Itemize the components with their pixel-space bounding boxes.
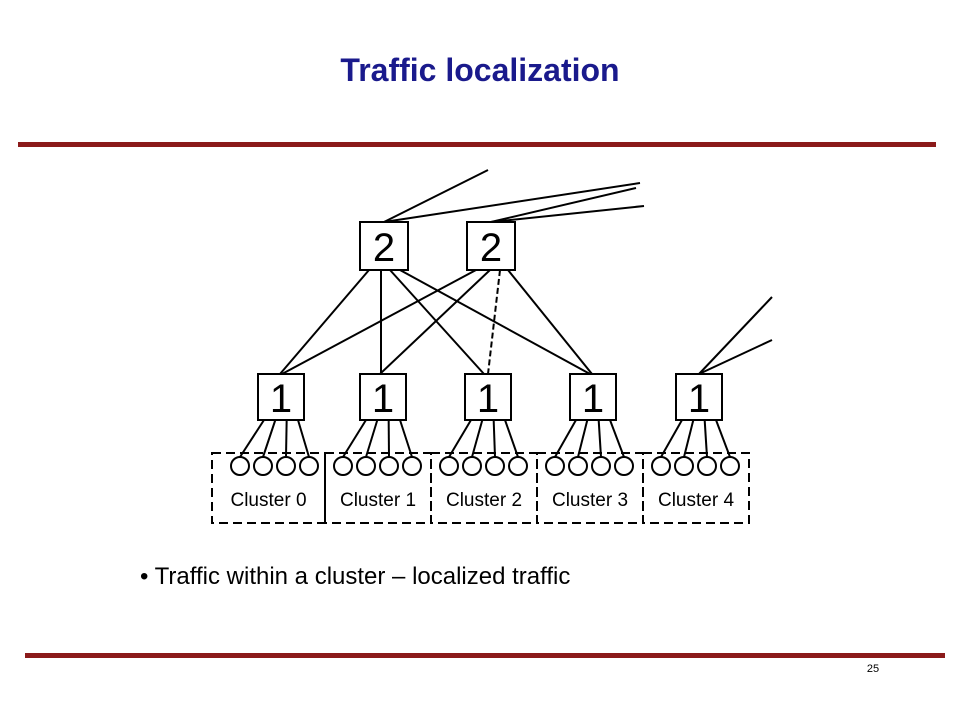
bullet-text: Traffic within a cluster – localized tra… [154, 563, 571, 590]
host-link [554, 419, 577, 458]
edge-switch-box [675, 373, 723, 421]
host-node [439, 456, 459, 476]
page-number: 25 [866, 663, 880, 675]
edge-switch-box [257, 373, 305, 421]
edge-switch: 1 [464, 373, 512, 421]
aggregation-switch: 2 [466, 221, 516, 271]
host-node [545, 456, 565, 476]
host-node [614, 456, 634, 476]
host-node [299, 456, 319, 476]
host-node [485, 456, 505, 476]
uplink [698, 296, 773, 375]
host-node [697, 456, 717, 476]
agg-edge-link [379, 269, 491, 375]
aggregation-switch-label: 2 [373, 226, 395, 270]
host-node [402, 456, 422, 476]
edge-switch-box [569, 373, 617, 421]
host-link [471, 419, 484, 458]
edge-switch: 1 [257, 373, 305, 421]
cluster: Cluster 2 [430, 419, 538, 524]
host-link [285, 419, 288, 458]
host-node [462, 456, 482, 476]
host-node [379, 456, 399, 476]
host-node [720, 456, 740, 476]
edge-switch: 1 [569, 373, 617, 421]
uplink [383, 182, 641, 223]
cluster-label: Cluster 0 [230, 490, 306, 511]
edge-switch-label: 1 [477, 377, 499, 421]
host-link [365, 419, 379, 458]
agg-edge-link [389, 269, 485, 375]
cluster-boundary [642, 452, 750, 524]
host-link [577, 419, 589, 458]
host-link [715, 419, 731, 458]
edge-switch: 1 [359, 373, 407, 421]
cluster-label: Cluster 2 [446, 490, 522, 511]
clusters: Cluster 0 Cluster 1 Cluster 2 Cluster 3 Clus… [211, 419, 750, 524]
uplink [490, 187, 637, 223]
host-link [448, 419, 472, 458]
aggregation-switch-box [466, 221, 516, 271]
host-link [597, 419, 602, 458]
host-link [660, 419, 683, 458]
cluster: Cluster 0 [211, 419, 326, 524]
aggregation-switch: 2 [359, 221, 409, 271]
title-divider [18, 142, 936, 147]
edge-switch-label: 1 [372, 377, 394, 421]
cluster-label: Cluster 1 [340, 490, 416, 511]
agg-edge-link [399, 269, 591, 375]
host-link [703, 419, 708, 458]
aggregation-switch-label: 2 [480, 226, 502, 270]
uplink [490, 205, 645, 223]
host-node [651, 456, 671, 476]
host-link [609, 419, 625, 458]
host-node [356, 456, 376, 476]
uplink [383, 169, 489, 223]
host-node [508, 456, 528, 476]
cluster-label: Cluster 3 [552, 490, 628, 511]
cluster: Cluster 4 [642, 419, 750, 524]
aggregation-switch-box [359, 221, 409, 271]
uplink [698, 339, 773, 375]
cluster: Cluster 3 [536, 419, 644, 524]
cluster-label: Cluster 4 [658, 490, 734, 511]
host-node [333, 456, 353, 476]
network-links [279, 169, 773, 375]
host-node [253, 456, 273, 476]
host-link [262, 419, 277, 458]
slide-title: Traffic localization [340, 52, 620, 88]
host-link [342, 419, 367, 458]
edge-switch-label: 1 [688, 377, 710, 421]
host-link [492, 419, 496, 458]
host-link [683, 419, 695, 458]
host-link [297, 419, 310, 458]
edge-switch-label: 1 [582, 377, 604, 421]
switches: 2 2 1 1 1 1 1 [257, 221, 723, 421]
edge-switch-box [464, 373, 512, 421]
host-node [568, 456, 588, 476]
host-link [504, 419, 519, 458]
host-link [239, 419, 265, 458]
host-link [399, 419, 413, 458]
bullet-point: • Traffic within a cluster – localized t… [140, 563, 571, 590]
host-node [591, 456, 611, 476]
agg-edge-link [281, 269, 477, 375]
host-node [674, 456, 694, 476]
edge-switch-label: 1 [270, 377, 292, 421]
host-node [276, 456, 296, 476]
agg-edge-link [279, 269, 370, 375]
agg-edge-link [507, 269, 593, 375]
host-node [230, 456, 250, 476]
edge-switch-box [359, 373, 407, 421]
cluster: Cluster 1 [324, 419, 432, 524]
edge-switch: 1 [675, 373, 723, 421]
footer-divider [25, 653, 945, 658]
